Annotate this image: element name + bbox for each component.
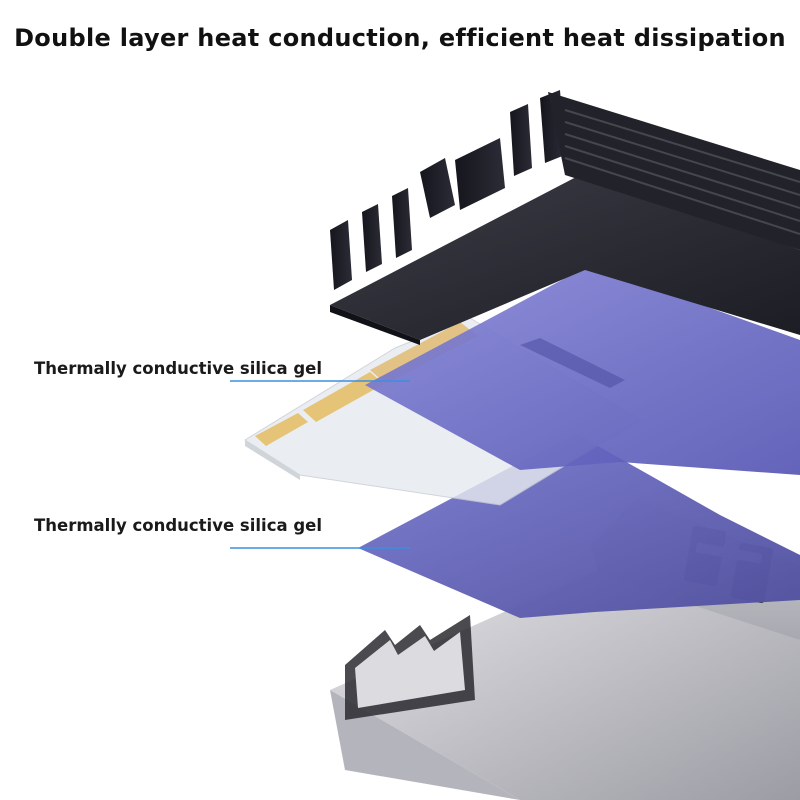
callout-label-top: Thermally conductive silica gel: [34, 359, 323, 378]
heatsink: [330, 90, 800, 345]
bottom-thermal-pad: [358, 433, 800, 618]
callout-label-bottom: Thermally conductive silica gel: [34, 516, 323, 535]
headline: Double layer heat conduction, efficient …: [14, 24, 786, 52]
